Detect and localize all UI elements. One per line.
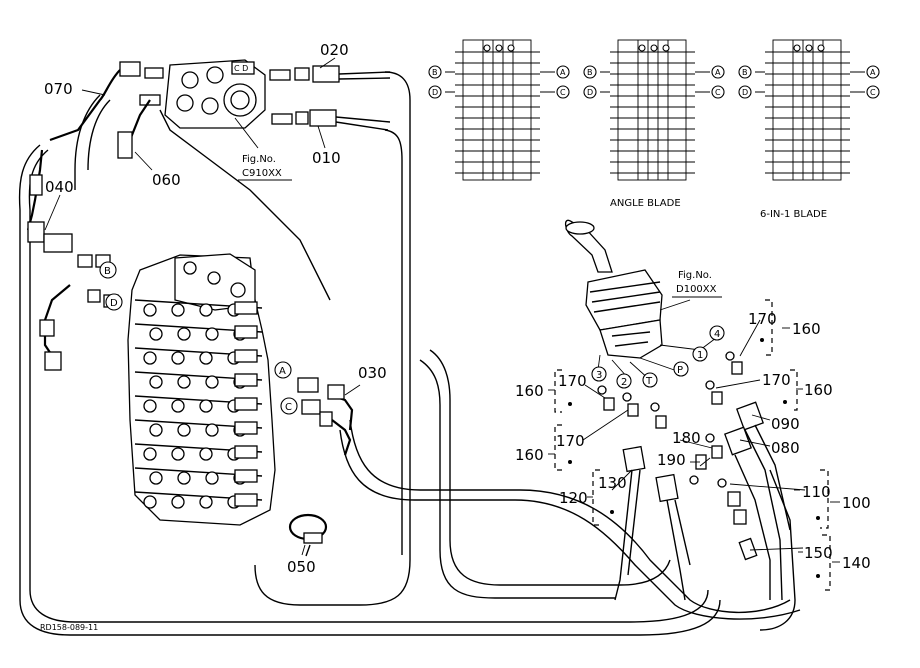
label-080: 080: [771, 439, 800, 457]
leader-lines: [44, 57, 806, 556]
port-c-marker: C: [280, 397, 298, 415]
schematic-port-letter: B: [432, 68, 438, 77]
group-brackets: [554, 299, 831, 591]
fig-ref-d100xx: Fig.No. D100XX: [672, 270, 722, 298]
svg-text:3: 3: [596, 370, 602, 381]
label-160-right: 160: [804, 381, 833, 399]
label-110: 110: [802, 483, 831, 501]
schematic-port-letter: D: [742, 88, 748, 97]
port-b-marker: B: [99, 261, 117, 279]
label-170-left: 170: [558, 372, 587, 390]
svg-text:T: T: [645, 376, 653, 387]
label-020: 020: [320, 41, 349, 59]
schematic-0-port-d-marker: D: [428, 85, 442, 99]
label-120: 120: [559, 489, 588, 507]
label-100: 100: [842, 494, 871, 512]
joystick-fittings: [597, 351, 791, 601]
drawing-code: RD158-089-11: [40, 623, 98, 632]
label-130: 130: [598, 474, 627, 492]
schematic-1-port-d-marker: D: [583, 85, 597, 99]
schematic-2-port-d-marker: D: [738, 85, 752, 99]
label-dashes: [548, 327, 840, 563]
label-010: 010: [312, 149, 341, 167]
label-170-lower: 170: [556, 432, 585, 450]
bracket-dots: [568, 338, 820, 578]
schematic-port-letter: C: [560, 88, 566, 97]
label-160-top: 160: [792, 320, 821, 338]
label-190: 190: [657, 451, 686, 469]
svg-text:Fig.No.: Fig.No.: [678, 270, 712, 281]
port-d-marker: D: [105, 293, 123, 311]
label-160-lower: 160: [515, 446, 544, 464]
svg-text:C D: C D: [234, 64, 248, 73]
schematic-port-letter: D: [432, 88, 438, 97]
part-labels: 020 010 060 070 040 030 050 170 160 170 …: [44, 41, 871, 576]
port-markers: B D A C 4 1 P T 2 3: [99, 261, 725, 415]
schematic-port-letter: A: [560, 68, 566, 77]
schematic-port-letter: A: [715, 68, 721, 77]
hose-030-assembly: [297, 377, 354, 456]
schematic-port-letter: B: [742, 68, 748, 77]
control-valve-stack: [127, 253, 276, 526]
svg-text:B: B: [104, 266, 111, 277]
schematic-0-port-a-marker: A: [556, 65, 570, 79]
schematic-standard: [445, 39, 555, 181]
svg-text:D: D: [110, 298, 118, 309]
svg-text:C910XX: C910XX: [242, 168, 282, 179]
svg-text:A: A: [279, 366, 286, 377]
label-040: 040: [45, 178, 74, 196]
schematic-angle-blade: [600, 39, 710, 181]
schematic-port-letter: D: [587, 88, 593, 97]
svg-text:2: 2: [621, 377, 627, 388]
label-140: 140: [842, 554, 871, 572]
svg-text:P: P: [677, 365, 683, 376]
label-090: 090: [771, 415, 800, 433]
hose-clamp-050: [288, 513, 328, 557]
schematic-2-port-c-marker: C: [866, 85, 880, 99]
port-4-marker: 4: [709, 325, 725, 341]
label-150: 150: [804, 544, 833, 562]
fig-ref-c910xx: Fig.No. C910XX: [238, 154, 292, 181]
label-160-left: 160: [515, 382, 544, 400]
schematic-port-letter: B: [587, 68, 593, 77]
schematic-2-port-b-marker: B: [738, 65, 752, 79]
angle-blade-caption: ANGLE BLADE: [610, 198, 681, 209]
schematic-1-port-c-marker: C: [711, 85, 725, 99]
schematic-port-letter: C: [870, 88, 876, 97]
schematic-0-port-b-marker: B: [428, 65, 442, 79]
label-170-right: 170: [762, 371, 791, 389]
label-060: 060: [152, 171, 181, 189]
label-180: 180: [672, 429, 701, 447]
label-050: 050: [287, 558, 316, 576]
port-t-marker: T: [642, 372, 658, 388]
schematic-0-port-c-marker: C: [556, 85, 570, 99]
label-070: 070: [44, 80, 73, 98]
schematic-2-port-a-marker: A: [866, 65, 880, 79]
schematic-captions: ANGLE BLADE 6-IN-1 BLADE: [610, 198, 827, 220]
valve-sections: [134, 299, 263, 509]
svg-text:C: C: [285, 402, 292, 413]
schematic-port-markers: B D A C B D A C B D A C: [428, 65, 880, 99]
schematic-port-letter: A: [870, 68, 876, 77]
port-a-marker: A: [274, 361, 292, 379]
port-3-marker: 3: [591, 366, 607, 382]
schematic-port-letter: C: [715, 88, 721, 97]
port-p-marker: P: [673, 361, 689, 377]
solenoid-valve-block: C D: [49, 59, 391, 301]
schematic-1-port-a-marker: A: [711, 65, 725, 79]
svg-text:D100XX: D100XX: [676, 284, 717, 295]
six-in-one-caption: 6-IN-1 BLADE: [760, 209, 827, 220]
pilot-joystick: [564, 219, 717, 381]
label-030: 030: [358, 364, 387, 382]
label-170-top: 170: [748, 310, 777, 328]
port-1-marker: 1: [692, 346, 708, 362]
svg-text:1: 1: [697, 350, 703, 361]
svg-text:Fig.No.: Fig.No.: [242, 154, 276, 165]
schematic-1-port-b-marker: B: [583, 65, 597, 79]
svg-text:4: 4: [714, 329, 720, 340]
port-2-marker: 2: [616, 373, 632, 389]
schematic-six-in-one: [755, 39, 865, 181]
